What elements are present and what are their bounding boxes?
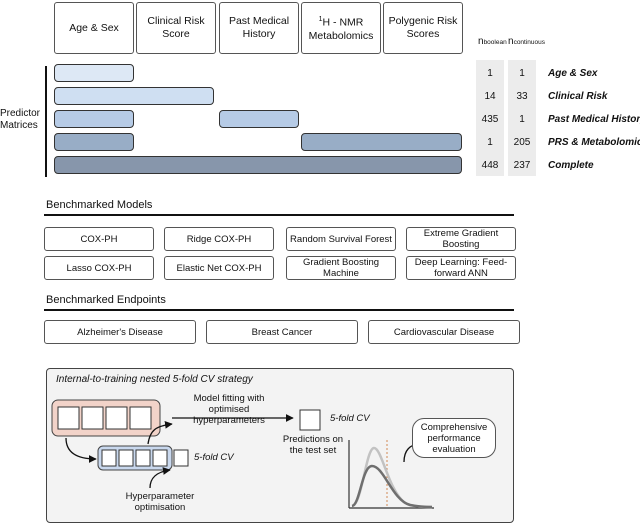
model-extreme-gradient-boosting: Extreme Gradient Boosting [406, 227, 516, 251]
model-ridge-cox-ph: Ridge COX-PH [164, 227, 274, 251]
count-continuous-3: 1 [519, 114, 525, 125]
column-header-label: Age & Sex [69, 21, 119, 34]
bar-pmh-age-sex [54, 110, 134, 128]
count-header-boolean: nboolean [478, 36, 507, 47]
endpoint-cardiovascular: Cardiovascular Disease [368, 320, 520, 344]
bar-pmh-history [219, 110, 299, 128]
count-continuous-5: 237 [513, 160, 531, 171]
row-label-complete: Complete [548, 160, 594, 171]
inner-cv-label: 5-fold CV [194, 452, 234, 463]
model-lasso-cox-ph: Lasso COX-PH [44, 256, 154, 280]
model-random-survival-forest: Random Survival Forest [286, 227, 396, 251]
outer-fold-container [51, 399, 161, 437]
row-label-prs-metabolomics: PRS & Metabolomics [548, 137, 640, 148]
curve-dark [351, 464, 433, 509]
column-header-label: Polygenic Risk Scores [388, 15, 458, 40]
count-boolean-4: 1 [487, 137, 493, 148]
column-header-polygenic-risk: Polygenic Risk Scores [383, 2, 463, 54]
column-header-clinical-risk: Clinical Risk Score [136, 2, 216, 54]
fit-label: Model fitting with optimised hyperparame… [193, 393, 265, 426]
column-header-age-sex: Age & Sex [54, 2, 134, 54]
column-header-nmr-metabolomics: 1H - NMR Metabolomics [301, 2, 381, 54]
model-cox-ph: COX-PH [44, 227, 154, 251]
bar-prs-age-sex [54, 133, 134, 151]
test-fold [299, 409, 321, 431]
outer-cv-label: 5-fold CV [330, 413, 370, 424]
count-boolean-3: 435 [481, 114, 499, 125]
count-header-subscript: continuous [513, 39, 546, 46]
arrow-inner-to-outer [147, 421, 173, 445]
predictions-label: Predictions on the test set [282, 434, 344, 456]
bracket-line [45, 66, 47, 177]
model-elastic-net-cox-ph: Elastic Net COX-PH [164, 256, 274, 280]
row-label-age-sex: Age & Sex [548, 68, 598, 79]
endpoint-alzheimers: Alzheimer's Disease [44, 320, 196, 344]
model-deep-learning-ann: Deep Learning: Feed-forward ANN [406, 256, 516, 280]
inner-fold-container [97, 445, 189, 471]
predictor-matrices-label: Predictor Matrices [0, 108, 41, 131]
count-header-symbol: n [478, 36, 484, 47]
superscript: 1 [318, 16, 323, 24]
count-continuous-4: 205 [513, 137, 531, 148]
column-header-label: Past Medical History [228, 15, 290, 40]
count-header-continuous: ncontinuous [508, 36, 545, 47]
row-label-past-medical-history: Past Medical History [548, 114, 640, 125]
endpoint-breast-cancer: Breast Cancer [206, 320, 358, 344]
bar-prs-metabolomics [301, 133, 462, 151]
count-boolean-5: 448 [481, 160, 499, 171]
count-column-continuous [508, 60, 536, 176]
arrow-outer-to-inner [65, 437, 97, 463]
cv-strategy-title: Internal-to-training nested 5-fold CV st… [56, 374, 253, 385]
count-column-boolean [476, 60, 504, 176]
count-header-subscript: boolean [483, 39, 507, 46]
distribution-plot [348, 440, 434, 509]
endpoints-rule [44, 309, 514, 311]
bar-age-sex [54, 64, 134, 82]
row-label-clinical-risk: Clinical Risk [548, 91, 608, 102]
hyperparameter-label: Hyperparameter optimisation [125, 491, 195, 513]
bar-clinical-risk [54, 87, 214, 105]
models-rule [44, 214, 514, 216]
models-title: Benchmarked Models [46, 199, 153, 211]
count-header-symbol: n [508, 36, 514, 47]
count-boolean-2: 14 [484, 91, 496, 102]
count-continuous-1: 1 [519, 68, 525, 79]
count-continuous-2: 33 [516, 91, 528, 102]
evaluation-box: Comprehensive performance evaluation [412, 418, 496, 458]
count-boolean-1: 1 [487, 68, 493, 79]
arrow-hyper-loop [149, 467, 171, 489]
column-header-label: H - NMR Metabolomics [308, 16, 374, 42]
column-header-past-medical-history: Past Medical History [219, 2, 299, 54]
bar-complete [54, 156, 462, 174]
model-gradient-boosting-machine: Gradient Boosting Machine [286, 256, 396, 280]
endpoints-title: Benchmarked Endpoints [46, 294, 166, 306]
column-header-label: Clinical Risk Score [147, 15, 205, 40]
